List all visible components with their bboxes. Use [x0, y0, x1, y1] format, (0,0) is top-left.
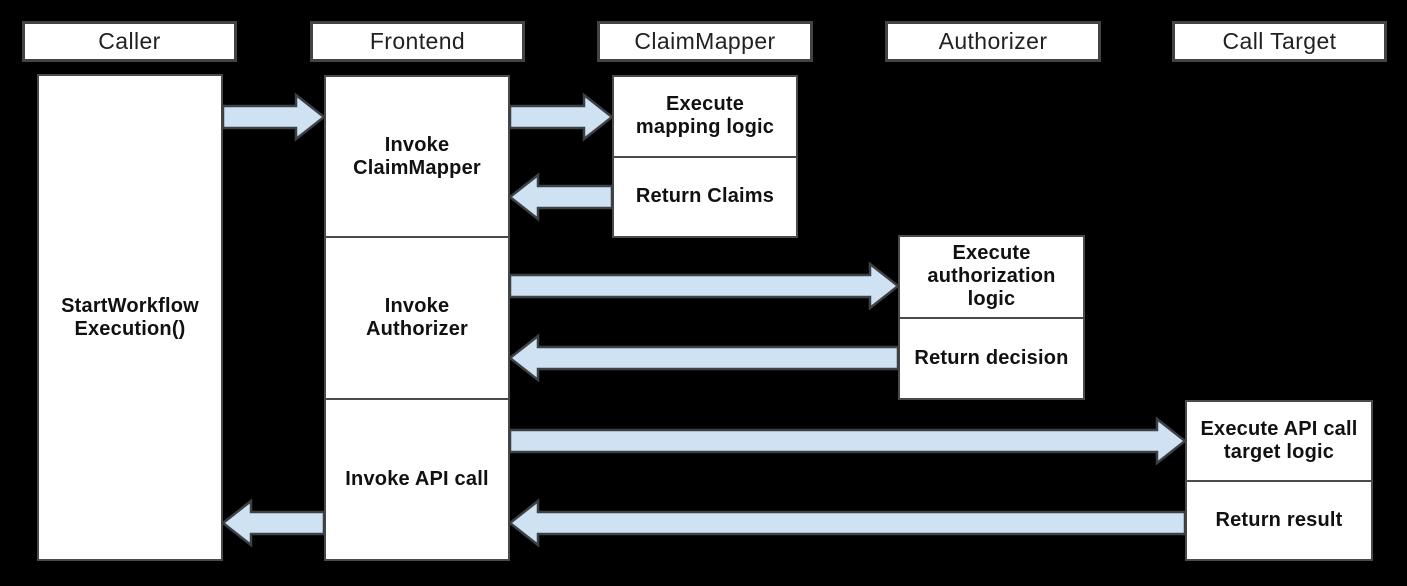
arrow-calltarget-to-frontend [507, 498, 1187, 548]
activation-caller: StartWorkflow Execution() [37, 74, 223, 561]
arrow-frontend-to-authorizer [508, 261, 901, 311]
arrow-frontend-to-caller [220, 498, 326, 548]
actor-header-claimmapper: ClaimMapper [597, 21, 813, 62]
step-execute-mapping-logic: Execute mapping logic [635, 93, 775, 139]
step-startworkflowexecution: StartWorkflow Execution() [61, 294, 199, 340]
activation-calltarget: Execute API call target logic Return res… [1185, 400, 1373, 561]
arrow-claimmapper-to-frontend [507, 172, 614, 222]
actor-header-caller: Caller [22, 21, 237, 62]
step-return-claims: Return Claims [614, 155, 796, 237]
actor-header-authorizer: Authorizer [885, 21, 1101, 62]
step-execute-api-call-target-logic: Execute API call target logic [1200, 417, 1358, 463]
activation-frontend: Invoke ClaimMapper Invoke Authorizer Inv… [324, 75, 510, 561]
arrow-frontend-to-claimmapper [508, 92, 615, 142]
activation-authorizer: Execute authorization logic Return decis… [898, 235, 1085, 400]
step-invoke-authorizer: Invoke Authorizer [326, 236, 508, 397]
actor-header-frontend: Frontend [310, 21, 525, 62]
step-return-result: Return result [1187, 479, 1371, 560]
arrow-frontend-to-calltarget [508, 416, 1188, 466]
step-invoke-api-call: Invoke API call [326, 397, 508, 559]
activation-claimmapper: Execute mapping logic Return Claims [612, 75, 798, 238]
arrow-authorizer-to-frontend [507, 333, 900, 383]
actor-header-calltarget: Call Target [1172, 21, 1387, 62]
arrow-caller-to-frontend [221, 92, 327, 142]
step-invoke-claimmapper: Invoke ClaimMapper [353, 133, 481, 179]
step-execute-authorization-logic: Execute authorization logic [927, 242, 1056, 311]
step-return-decision: Return decision [900, 316, 1083, 399]
